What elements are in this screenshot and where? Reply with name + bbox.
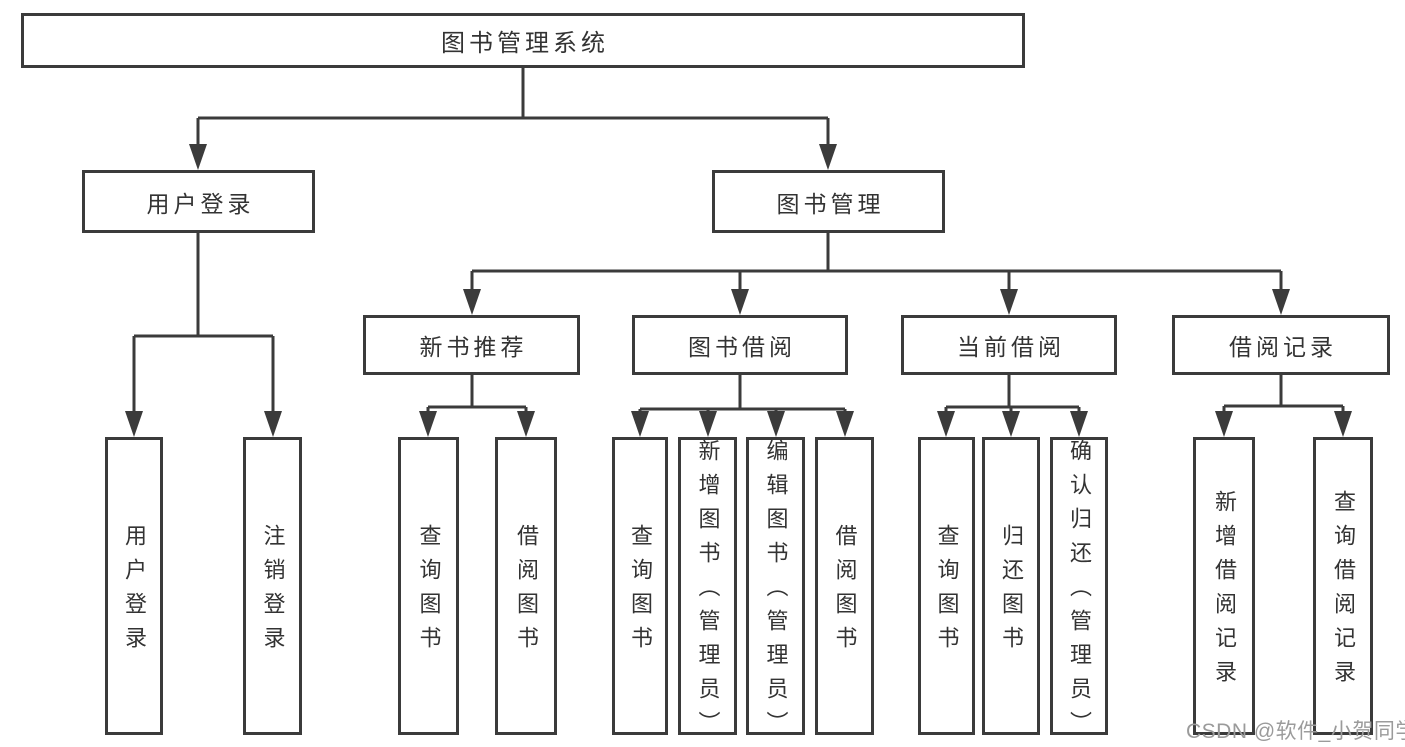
node-label: 当前借阅 [957,334,1065,360]
csdn-watermark: CSDN @软件_小贺同学 [1186,720,1405,743]
leaf-return-books: 归还图书 [982,437,1040,735]
node-label: 新增图书（管理员） [695,439,721,745]
leaf-query-books-recommend: 查询图书 [398,437,459,735]
node-label: 借阅图书 [832,524,858,660]
leaf-logout: 注销登录 [243,437,302,735]
node-label: 查询借阅记录 [1331,490,1356,694]
node-label: 确认归还（管理员） [1067,439,1092,745]
node-label: 用户登录 [122,524,147,660]
leaf-query-books-current: 查询图书 [918,437,975,735]
node-label: 查询图书 [628,524,653,660]
node-library-management-system: 图书管理系统 [21,13,1025,68]
node-new-book-recommendation: 新书推荐 [363,315,580,375]
node-label: 新书推荐 [419,334,528,360]
node-label: 查询图书 [934,524,960,660]
node-label: 图书借阅 [688,334,796,360]
node-label: 注销登录 [260,524,286,660]
leaf-user-login: 用户登录 [105,437,163,735]
node-borrowing-records: 借阅记录 [1172,315,1390,375]
node-label: 新增借阅记录 [1212,490,1237,694]
node-label: 图书管理 [776,190,885,217]
leaf-query-borrow-record: 查询借阅记录 [1313,437,1373,735]
leaf-add-borrow-record: 新增借阅记录 [1193,437,1255,735]
leaf-add-books-admin: 新增图书（管理员） [678,437,737,745]
node-label: 图书管理系统 [441,30,609,57]
node-user-login: 用户登录 [82,170,315,233]
leaf-borrow-books: 借阅图书 [815,437,874,735]
leaf-edit-books-admin: 编辑图书（管理员） [746,437,805,745]
node-label: 借阅记录 [1229,334,1337,360]
node-label: 查询图书 [416,524,442,660]
node-label: 用户登录 [146,190,255,217]
node-current-borrowing: 当前借阅 [901,315,1117,375]
node-book-borrowing: 图书借阅 [632,315,848,375]
node-label: 借阅图书 [514,524,539,660]
leaf-confirm-return-admin: 确认归还（管理员） [1050,437,1108,745]
leaf-query-books-borrowing: 查询图书 [612,437,668,735]
leaf-borrow-books-recommend: 借阅图书 [495,437,557,735]
node-book-management: 图书管理 [712,170,945,233]
node-label: 编辑图书（管理员） [763,439,789,745]
node-label: 归还图书 [999,524,1024,660]
